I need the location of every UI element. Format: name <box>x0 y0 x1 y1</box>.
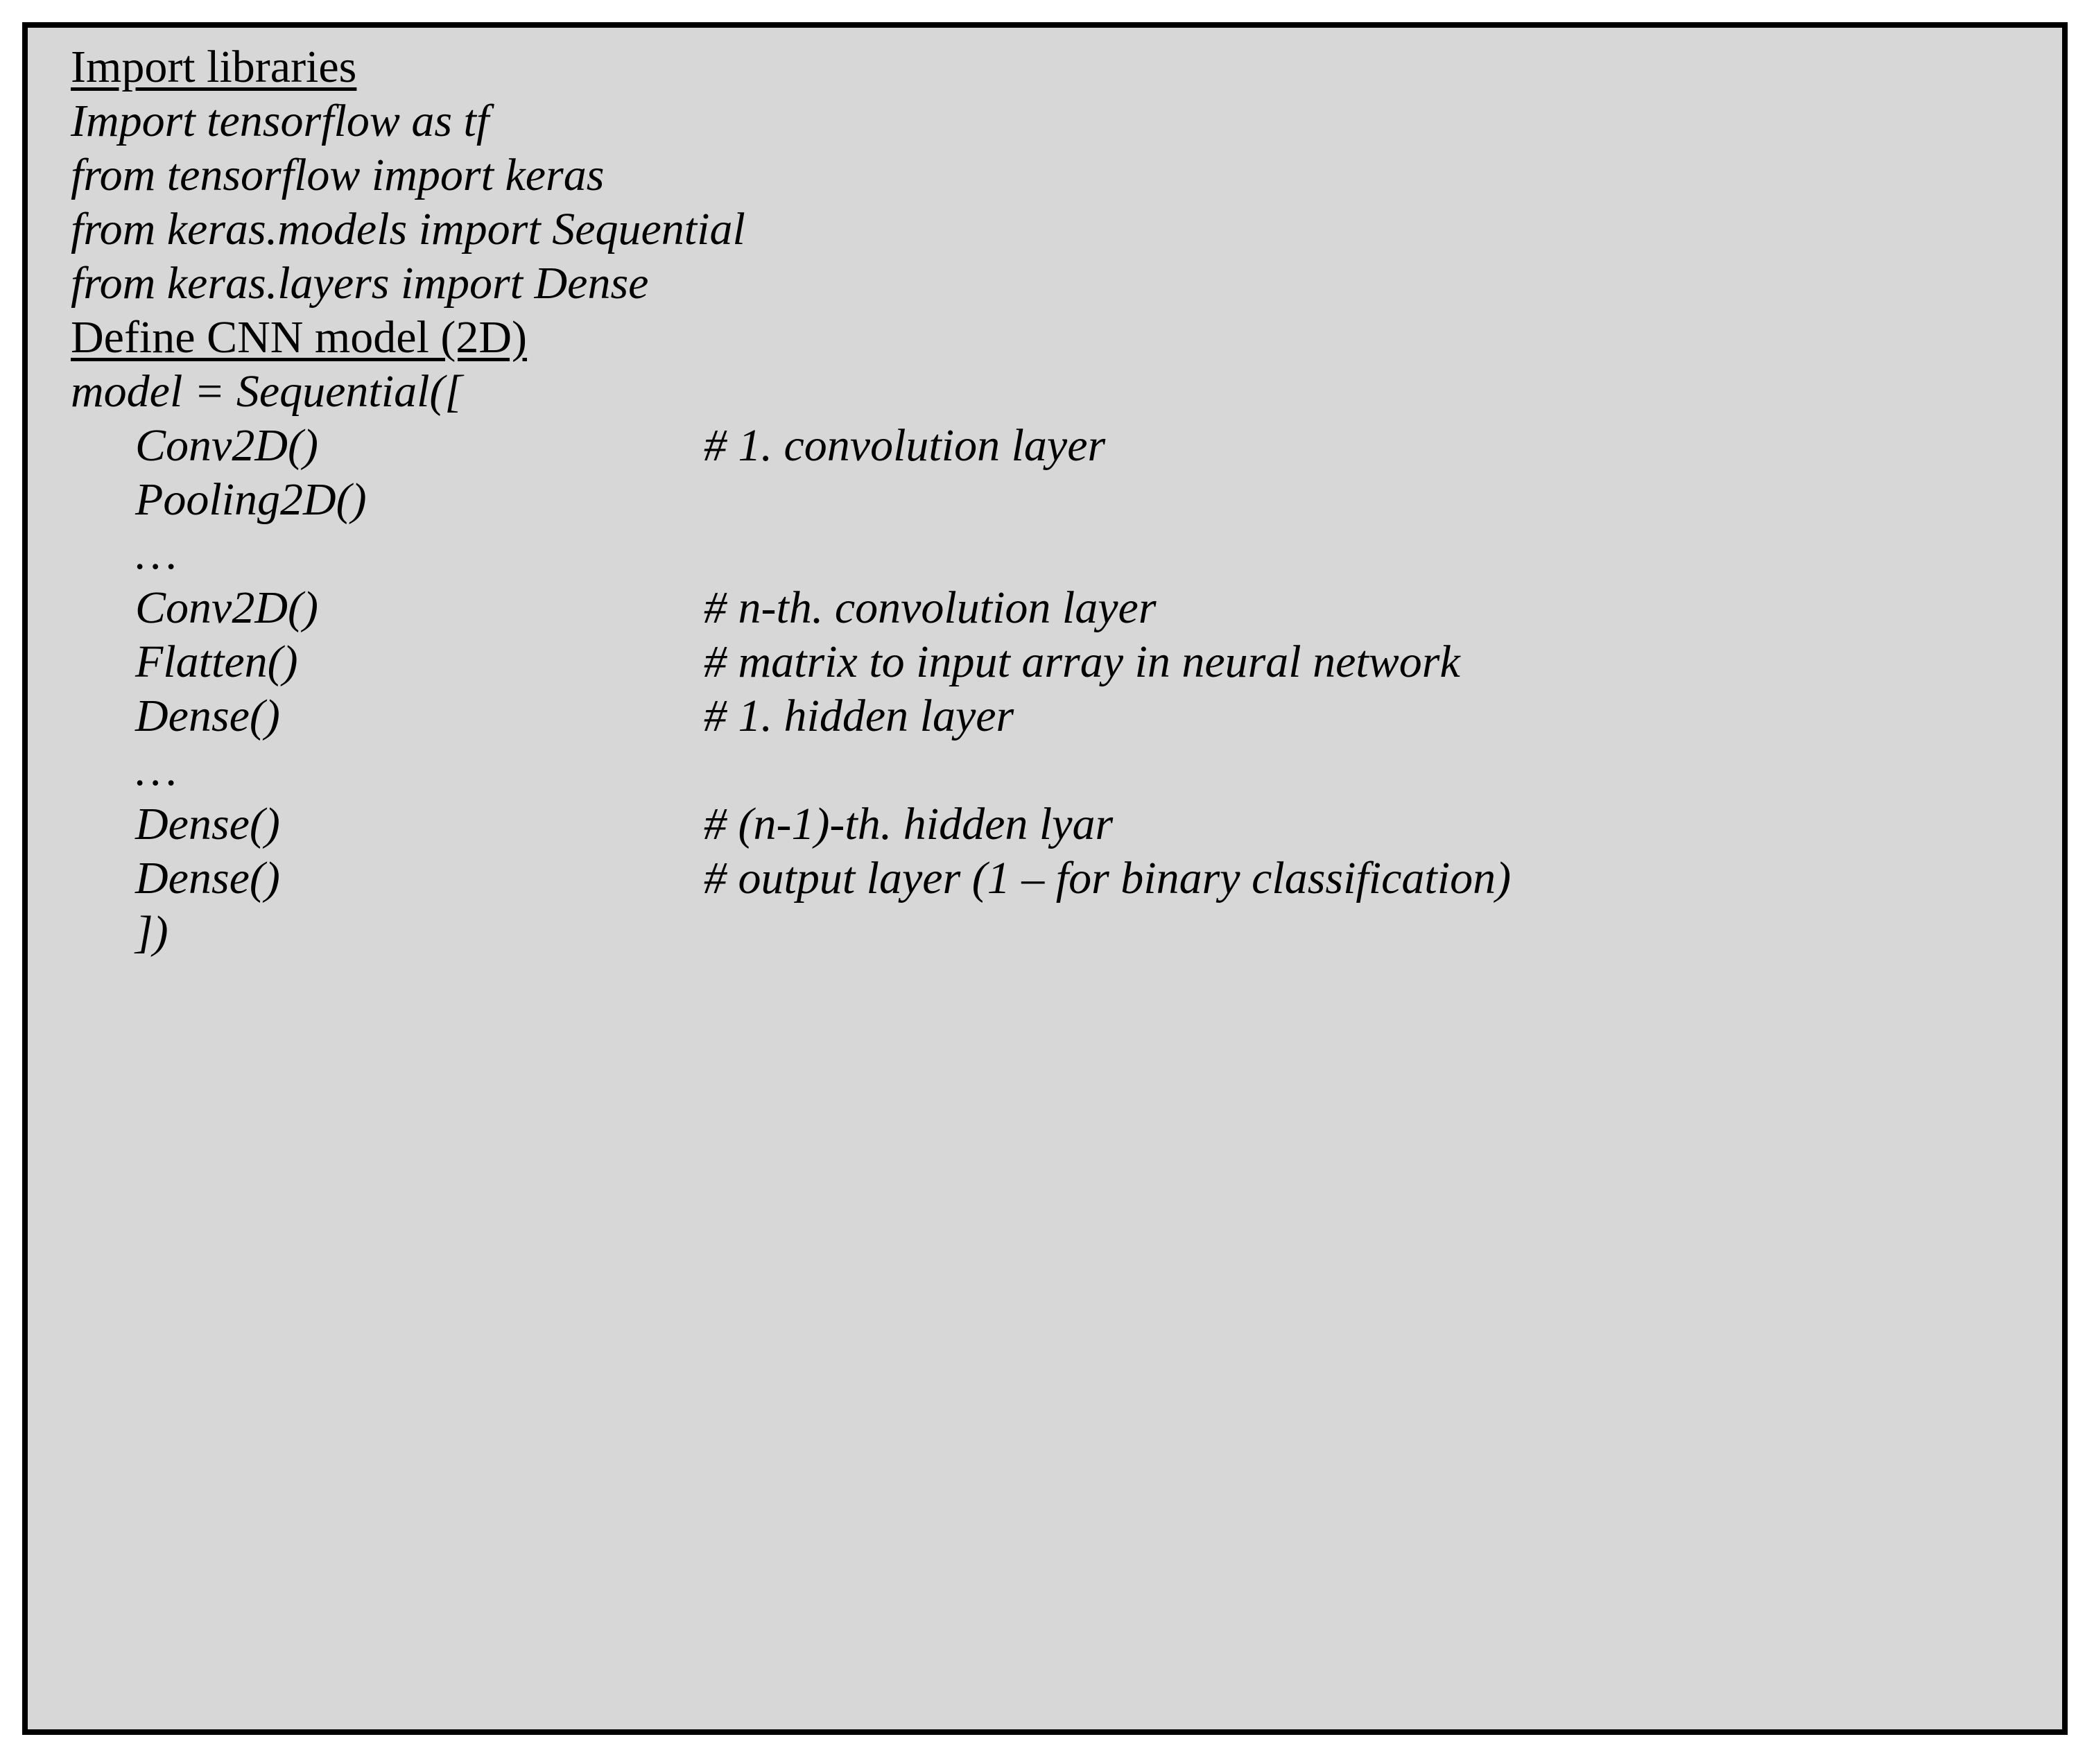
code-statement: model = Sequential([ <box>71 366 463 417</box>
code-line: from keras.layers import Dense <box>28 257 2062 311</box>
code-line: from keras.models import Sequential <box>28 202 2062 257</box>
code-statement: Flatten() <box>135 637 298 687</box>
code-comment: # 1. hidden layer <box>704 691 1014 741</box>
code-statement: ... <box>135 745 182 795</box>
code-line: ... <box>28 743 2062 797</box>
code-line: from tensorflow import keras <box>28 148 2062 202</box>
code-line: Dense() # 1. hidden layer <box>28 689 2062 743</box>
code-statement: from keras.layers import Dense <box>71 258 649 309</box>
code-line: ... <box>28 527 2062 581</box>
code-line: Conv2D() # n-th. convolution layer <box>28 581 2062 635</box>
code-line: Pooling2D() <box>28 473 2062 527</box>
code-statement: Dense() <box>135 853 280 903</box>
code-statement: ]) <box>135 907 168 958</box>
code-comment: # output layer (1 – for binary classific… <box>704 853 1512 903</box>
code-statement: Pooling2D() <box>135 474 367 525</box>
code-statement: Dense() <box>135 799 280 849</box>
code-line: Conv2D() # 1. convolution layer <box>28 419 2062 473</box>
code-statement: ... <box>135 528 182 579</box>
code-line: Dense() # output layer (1 – for binary cl… <box>28 851 2062 906</box>
code-section-heading: Define CNN model (2D) <box>28 311 2062 365</box>
code-statement: from tensorflow import keras <box>71 150 605 200</box>
code-line: Import tensorflow as tf <box>28 94 2062 148</box>
code-comment: # (n-1)-th. hidden lyar <box>704 799 1114 849</box>
code-line: model = Sequential([ <box>28 365 2062 419</box>
code-line: ]) <box>28 906 2062 960</box>
code-comment: # 1. convolution layer <box>704 420 1106 471</box>
code-statement: Conv2D() <box>135 420 318 471</box>
section-heading-text: Import libraries <box>71 42 357 92</box>
code-statement: Import tensorflow as tf <box>71 96 490 146</box>
code-line: Dense() # (n-1)-th. hidden lyar <box>28 797 2062 851</box>
code-line: Flatten() # matrix to input array in neur… <box>28 635 2062 689</box>
section-heading-text: Define CNN model (2D) <box>71 312 528 363</box>
code-statement: Conv2D() <box>135 582 318 633</box>
code-statement: from keras.models import Sequential <box>71 204 745 254</box>
code-section-heading: Import libraries <box>28 40 2062 94</box>
code-comment: # matrix to input array in neural networ… <box>704 637 1460 687</box>
code-statement: Dense() <box>135 691 280 741</box>
code-comment: # n-th. convolution layer <box>704 582 1157 633</box>
